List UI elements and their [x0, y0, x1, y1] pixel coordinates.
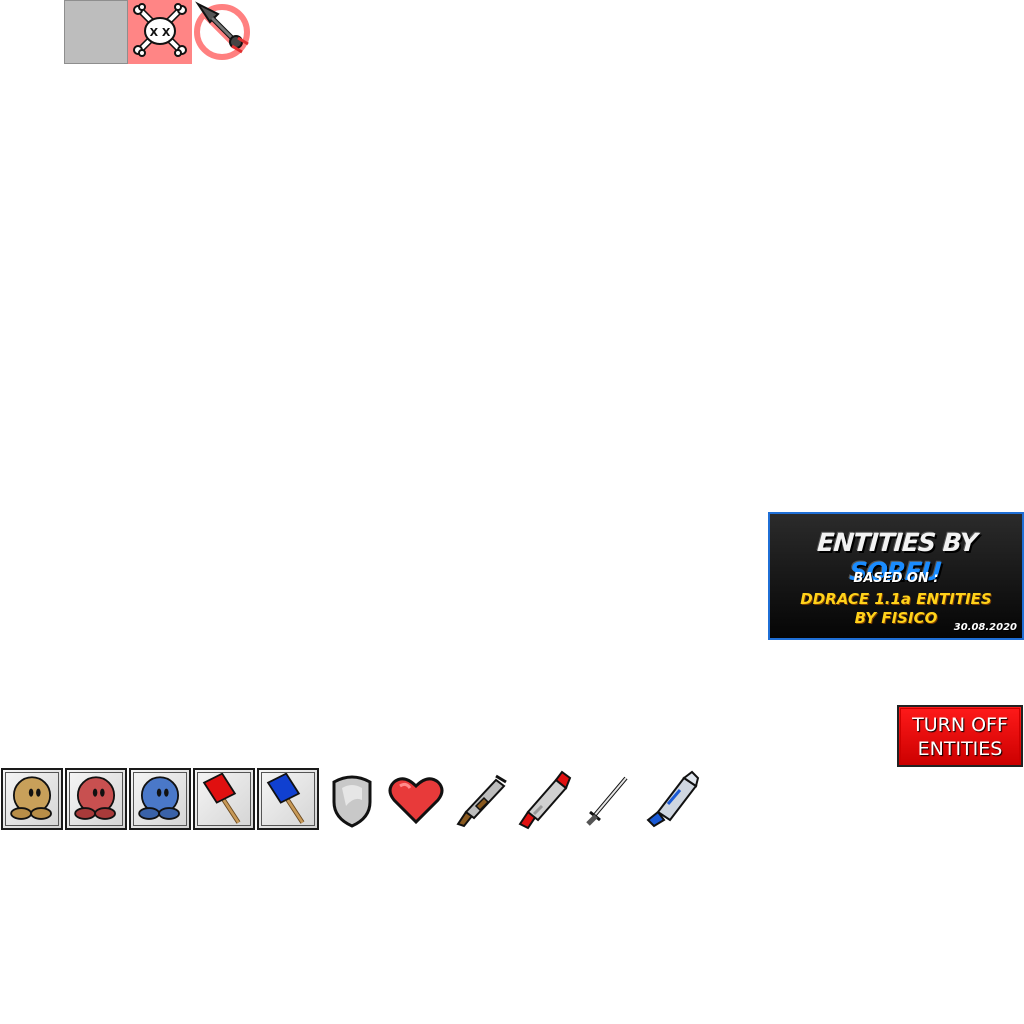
ninja	[576, 768, 640, 832]
solid-tile	[64, 0, 128, 64]
skull-crossbones-icon: X X	[133, 3, 187, 57]
tee-icon	[74, 776, 116, 820]
heart-icon	[388, 777, 444, 825]
credit-based-on: BASED ON :	[853, 571, 939, 586]
credit-source-line1: DDRACE 1.1a ENTITIES	[800, 590, 992, 608]
flag-red	[193, 768, 255, 830]
flag-blue	[257, 768, 319, 830]
laser	[640, 768, 704, 832]
no-hook-tile	[192, 0, 256, 64]
shotgun-icon	[456, 774, 507, 828]
flag-icon	[266, 772, 305, 824]
katana-icon	[586, 776, 628, 826]
turn-off-entities-button[interactable]: TURN OFF ENTITIES	[897, 705, 1023, 767]
laser-rifle-icon	[646, 770, 700, 828]
credit-banner: ENTITIES BY SOREU BASED ON : DDRACE 1.1a…	[768, 512, 1024, 640]
shield-icon	[332, 775, 372, 828]
shotgun	[448, 768, 512, 832]
death-tile: X X	[128, 0, 192, 64]
credit-source-line2: BY FISICO	[854, 609, 938, 627]
spawn-tee-neutral	[1, 768, 63, 830]
credit-source: DDRACE 1.1a ENTITIES BY FISICO	[770, 590, 1022, 628]
tee-icon	[138, 776, 180, 820]
tee-icon	[10, 776, 52, 820]
grenade-launcher-icon	[518, 770, 572, 830]
grenade	[512, 768, 576, 832]
svg-text:X X: X X	[150, 26, 171, 39]
credit-date: 30.08.2020	[953, 622, 1017, 633]
health	[384, 768, 448, 832]
spawn-tee-blue	[129, 768, 191, 830]
turn-off-line2: ENTITIES	[917, 738, 1003, 760]
no-hook-icon	[194, 1, 250, 60]
spawn-tee-red	[65, 768, 127, 830]
flag-icon	[202, 772, 241, 824]
armor	[320, 768, 384, 832]
credit-title-prefix: ENTITIES BY	[816, 528, 978, 557]
turn-off-line1: TURN OFF	[912, 714, 1008, 736]
